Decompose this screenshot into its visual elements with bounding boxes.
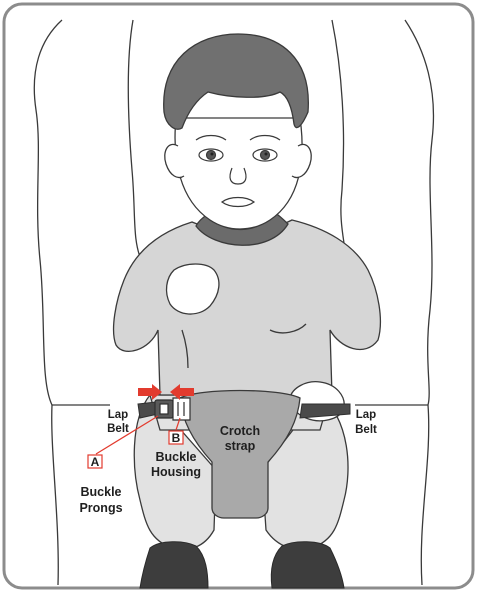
svg-text:Lap: Lap — [108, 409, 128, 421]
svg-text:B: B — [172, 431, 181, 445]
svg-text:Buckle: Buckle — [81, 485, 122, 499]
svg-text:A: A — [91, 455, 100, 469]
crotch-strap-label: Crotch strap — [220, 424, 260, 453]
buckle-prongs — [155, 400, 173, 418]
svg-text:strap: strap — [225, 439, 256, 453]
svg-text:Crotch: Crotch — [220, 424, 260, 438]
svg-text:Belt: Belt — [107, 423, 129, 435]
buckle-housing — [173, 398, 190, 420]
svg-text:Housing: Housing — [151, 465, 201, 479]
svg-text:Belt: Belt — [355, 424, 377, 436]
svg-text:Lap: Lap — [356, 409, 376, 421]
marker-a: A — [88, 455, 102, 469]
svg-text:Prongs: Prongs — [79, 501, 122, 515]
marker-b: B — [169, 431, 183, 445]
svg-text:Buckle: Buckle — [156, 450, 197, 464]
buckle-housing-label: Buckle Housing — [151, 450, 201, 479]
